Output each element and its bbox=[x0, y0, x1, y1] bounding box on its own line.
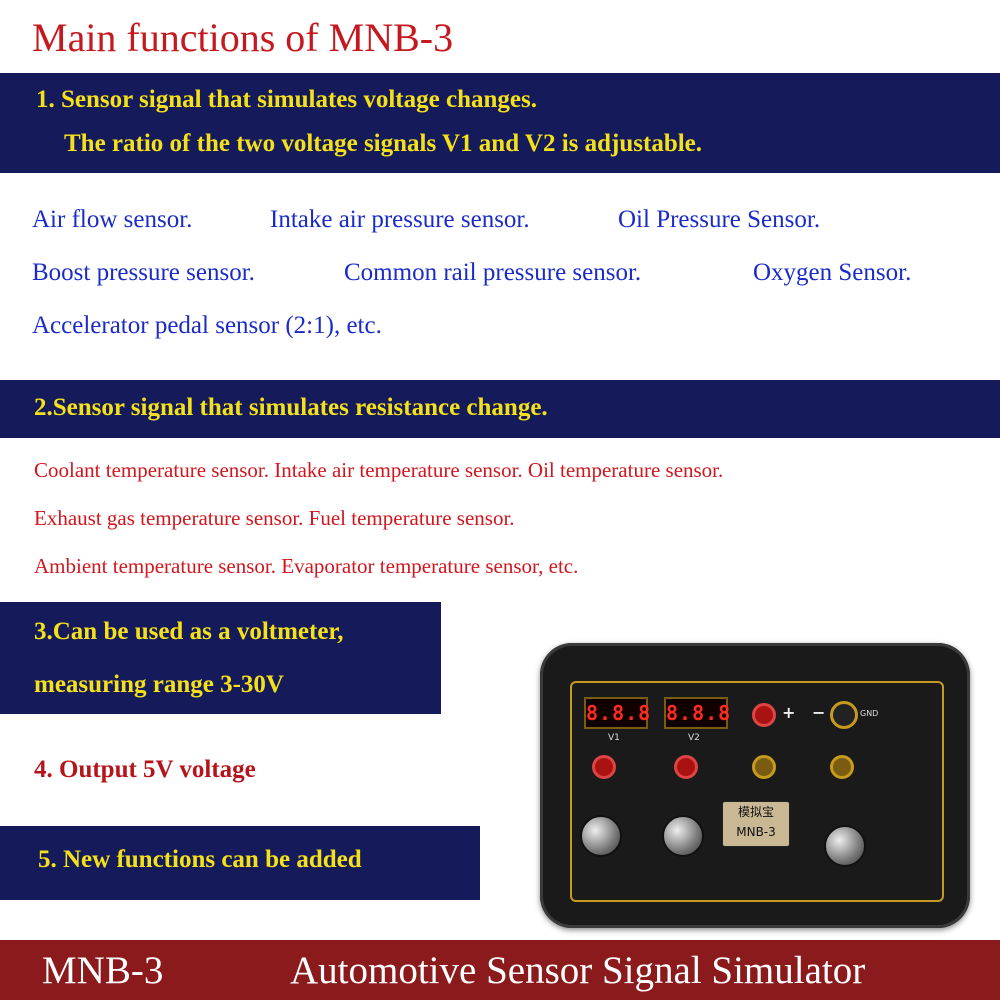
ground-jack-icon bbox=[830, 701, 858, 729]
section5-text: 5. New functions can be added bbox=[38, 846, 362, 873]
v2-knob-icon bbox=[662, 815, 704, 857]
device-panel: 8.8.8 8.8.8 V1 V2 + − GND 模拟宝 MNB-3 bbox=[570, 681, 944, 902]
section5-band bbox=[0, 826, 480, 900]
v1-output-jack-icon bbox=[592, 755, 616, 779]
sensor-item: Common rail pressure sensor. bbox=[344, 259, 642, 286]
resistance-knob-icon bbox=[824, 825, 866, 867]
sensor-item: Accelerator pedal sensor (2:1), etc. bbox=[32, 312, 382, 339]
device-badge: 模拟宝 MNB-3 bbox=[722, 801, 790, 847]
device-image: 8.8.8 8.8.8 V1 V2 + − GND 模拟宝 MNB-3 bbox=[540, 643, 970, 928]
signal-jack-icon bbox=[752, 755, 776, 779]
sensor-item: Oxygen Sensor. bbox=[753, 259, 912, 286]
sensor-item: Oil Pressure Sensor. bbox=[618, 206, 821, 233]
section1-band bbox=[0, 73, 1000, 173]
resistance-jack-icon bbox=[830, 755, 854, 779]
footer-product-name: Automotive Sensor Signal Simulator bbox=[290, 949, 866, 992]
plus-sign: + bbox=[782, 703, 796, 722]
label-v1: V1 bbox=[608, 733, 620, 743]
section3-band bbox=[0, 602, 441, 714]
label-gnd: GND bbox=[860, 709, 879, 718]
footer-band bbox=[0, 940, 1000, 1000]
section1-heading: 1. Sensor signal that simulates voltage … bbox=[36, 86, 537, 113]
section2-band bbox=[0, 380, 1000, 438]
sensor-item: Boost pressure sensor. bbox=[32, 259, 255, 286]
minus-sign: − bbox=[812, 703, 826, 722]
section3-line1: 3.Can be used as a voltmeter, bbox=[34, 618, 344, 645]
v1-knob-icon bbox=[580, 815, 622, 857]
positive-jack-icon bbox=[752, 703, 776, 727]
resistance-sensor-line: Exhaust gas temperature sensor. Fuel tem… bbox=[34, 506, 515, 530]
section2-heading: 2.Sensor signal that simulates resistanc… bbox=[34, 394, 548, 421]
resistance-sensor-line: Coolant temperature sensor. Intake air t… bbox=[34, 458, 724, 482]
section3-line2: measuring range 3-30V bbox=[34, 671, 284, 698]
section4-text: 4. Output 5V voltage bbox=[34, 756, 256, 783]
v2-output-jack-icon bbox=[674, 755, 698, 779]
footer-model: MNB-3 bbox=[42, 949, 164, 992]
section1-subheading: The ratio of the two voltage signals V1 … bbox=[64, 130, 703, 157]
badge-model: MNB-3 bbox=[736, 825, 776, 839]
display-v2: 8.8.8 bbox=[664, 697, 730, 729]
page-title: Main functions of MNB-3 bbox=[32, 15, 454, 60]
sensor-item: Air flow sensor. bbox=[32, 206, 193, 233]
badge-brand: 模拟宝 bbox=[737, 805, 774, 819]
resistance-sensor-line: Ambient temperature sensor. Evaporator t… bbox=[34, 554, 579, 578]
display-v1: 8.8.8 bbox=[584, 697, 650, 729]
sensor-item: Intake air pressure sensor. bbox=[270, 206, 530, 233]
label-v2: V2 bbox=[688, 733, 700, 743]
